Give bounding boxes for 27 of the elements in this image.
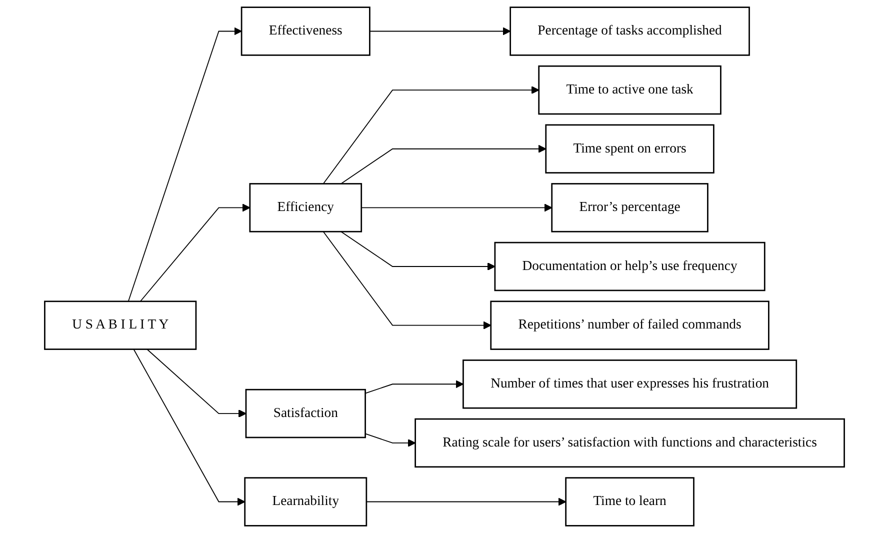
arrow	[366, 498, 566, 506]
node-box: U S A B I L I T Y	[44, 300, 197, 350]
arrow	[360, 204, 552, 212]
node-box: Time spent on errors	[545, 124, 714, 174]
arrow	[322, 86, 540, 184]
arrow	[340, 144, 546, 184]
node-box: Learnability	[244, 477, 368, 526]
node-box: Error’s percentage	[551, 183, 708, 232]
node-box: Time to active one task	[538, 65, 722, 115]
node-box: Repetitions’ number of failed commands	[490, 300, 770, 350]
arrow	[128, 27, 242, 302]
arrow	[322, 231, 492, 330]
arrow	[369, 27, 511, 36]
arrow	[133, 348, 246, 506]
node-box: Efficiency	[249, 183, 362, 232]
arrow	[146, 348, 246, 418]
arrow	[140, 204, 250, 302]
node-box: Satisfaction	[245, 388, 366, 438]
arrow	[340, 231, 496, 270]
node-box: Number of times that user expresses his frustration	[462, 360, 798, 409]
node-box: Rating scale for users’ satisfaction with functions and characteristics	[414, 418, 845, 468]
arrow	[364, 380, 464, 394]
arrow	[364, 433, 416, 447]
node-box: Effectiveness	[240, 6, 370, 56]
node-box: Documentation or help’s use frequency	[494, 242, 766, 292]
node-box: Time to learn	[565, 477, 694, 526]
node-box: Percentage of tasks accomplished	[510, 6, 750, 56]
